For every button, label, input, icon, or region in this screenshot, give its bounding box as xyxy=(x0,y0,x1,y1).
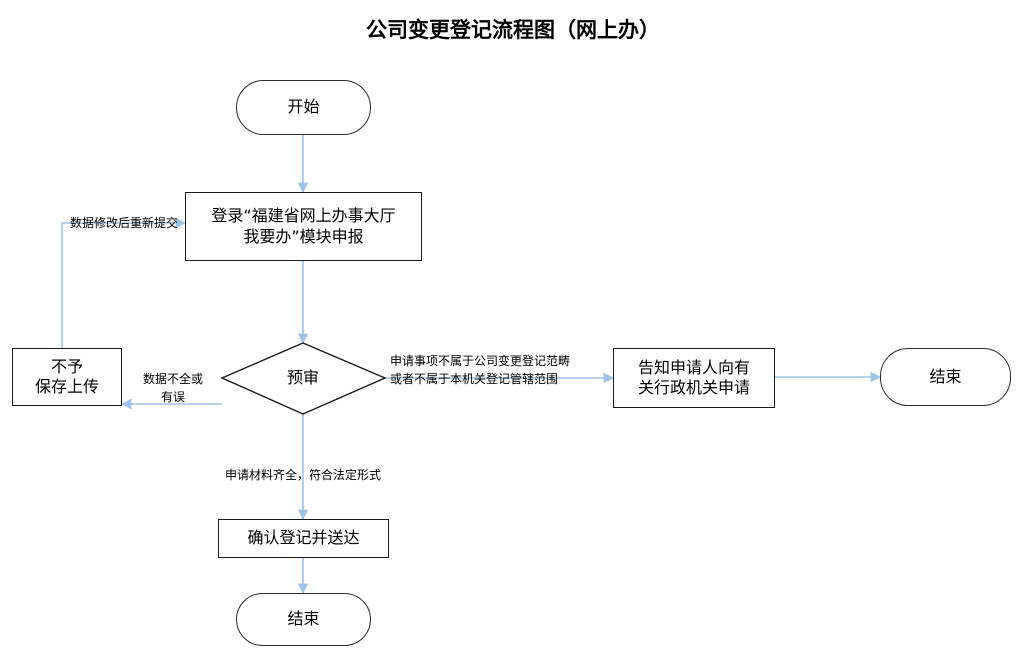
edge-label-out-of-scope-text: 申请事项不属于公司变更登记范畴 或者不属于本机关登记管辖范围 xyxy=(390,354,571,386)
node-notify-label: 告知申请人向有 关行政机关申请 xyxy=(637,357,750,397)
node-login[interactable]: 登录“福建省网上办事大厅 我要办”模块申报 xyxy=(185,192,422,261)
node-prereview[interactable]: 预审 xyxy=(243,358,363,398)
node-confirm-label: 确认登记并送达 xyxy=(247,528,360,548)
decision-diamond-prereview xyxy=(220,342,387,415)
node-login-label: 登录“福建省网上办事大厅 我要办”模块申报 xyxy=(211,206,396,246)
edge-label-resubmit: 数据修改后重新提交 xyxy=(50,198,198,233)
node-start-label: 开始 xyxy=(287,97,320,117)
node-reject-label: 不予 保存上传 xyxy=(34,356,99,396)
edge-label-resubmit-text: 数据修改后重新提交 xyxy=(69,216,178,231)
node-end-bottom[interactable]: 结束 xyxy=(236,593,371,646)
node-end-right-label: 结束 xyxy=(929,366,962,386)
edge-label-out-of-scope: 申请事项不属于公司变更登记范畴 或者不属于本机关登记管辖范围 xyxy=(390,336,614,388)
edge-label-incomplete-data: 数据不全或 有误 xyxy=(126,354,220,406)
node-reject[interactable]: 不予 保存上传 xyxy=(12,348,122,406)
node-end-bottom-label: 结束 xyxy=(287,609,320,629)
node-start[interactable]: 开始 xyxy=(236,80,371,135)
node-end-right[interactable]: 结束 xyxy=(880,348,1011,406)
node-notify[interactable]: 告知申请人向有 关行政机关申请 xyxy=(613,348,775,408)
edge-label-materials-complete-text: 申请材料齐全，符合法定形式 xyxy=(224,468,381,483)
node-confirm[interactable]: 确认登记并送达 xyxy=(218,519,389,558)
edge-label-incomplete-data-text: 数据不全或 有误 xyxy=(142,372,203,404)
page-title: 公司变更登记流程图（网上办） xyxy=(366,17,660,42)
edge-reject-to-login xyxy=(61,217,187,348)
edge-label-materials-complete: 申请材料齐全，符合法定形式 xyxy=(188,450,418,485)
node-prereview-label: 预审 xyxy=(286,367,319,387)
